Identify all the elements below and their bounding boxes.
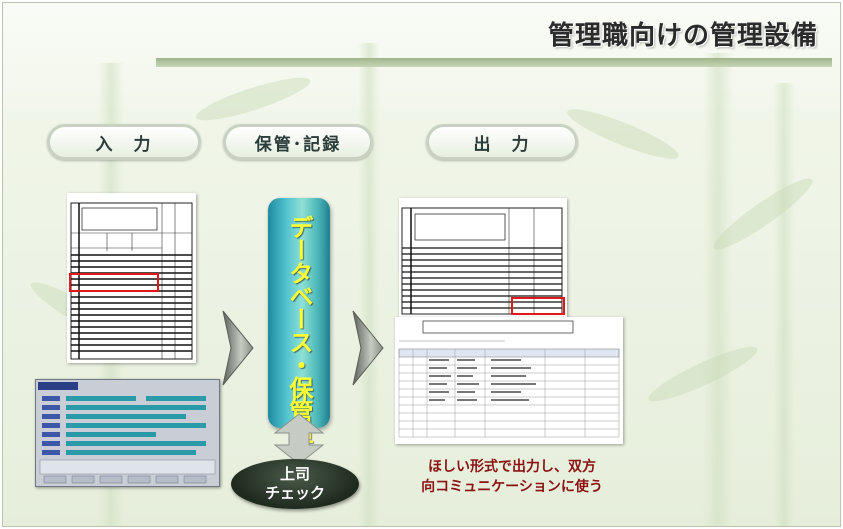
output-form-grid (401, 207, 563, 315)
output-caption-line2: 向コミュニケーションに使う (421, 479, 603, 495)
output-caption: ほしい形式で出力し、双方 向コミュニケーションに使う (407, 457, 617, 497)
flow-arrow-storage-to-output (352, 310, 384, 386)
database-label: データベース・保管庫 (285, 215, 313, 445)
input-form-grid (70, 202, 193, 360)
page-title: 管理職向けの管理設備 (547, 21, 818, 51)
check-double-arrow (273, 413, 325, 465)
step-output-label: 出 力 (426, 124, 578, 160)
bamboo-stalk (703, 53, 733, 526)
output-form-document (399, 198, 567, 318)
supervisor-check-line1: 上司 (279, 465, 310, 483)
supervisor-check-badge: 上司 チェック (231, 459, 359, 509)
bamboo-stalk (773, 83, 795, 526)
output-report-grid (398, 320, 620, 438)
header-band (3, 3, 840, 108)
input-screen-graphic (38, 382, 216, 484)
input-form-document (67, 193, 196, 363)
title-underline (156, 58, 832, 67)
input-highlight-box (69, 273, 159, 292)
bamboo-stalk (358, 43, 380, 526)
bamboo-leaf (563, 101, 683, 167)
output-caption-line1: ほしい形式で出力し、双方 (428, 459, 596, 475)
flow-arrow-input-to-storage (222, 310, 254, 386)
supervisor-check-line2: チェック (264, 484, 325, 502)
output-highlight-box (511, 297, 565, 315)
input-screen-screenshot (35, 379, 220, 487)
step-storage-label: 保管･記録 (223, 124, 373, 160)
database-cylinder (268, 198, 330, 428)
step-input-label: 入 力 (47, 124, 201, 160)
output-report-table (395, 317, 623, 444)
